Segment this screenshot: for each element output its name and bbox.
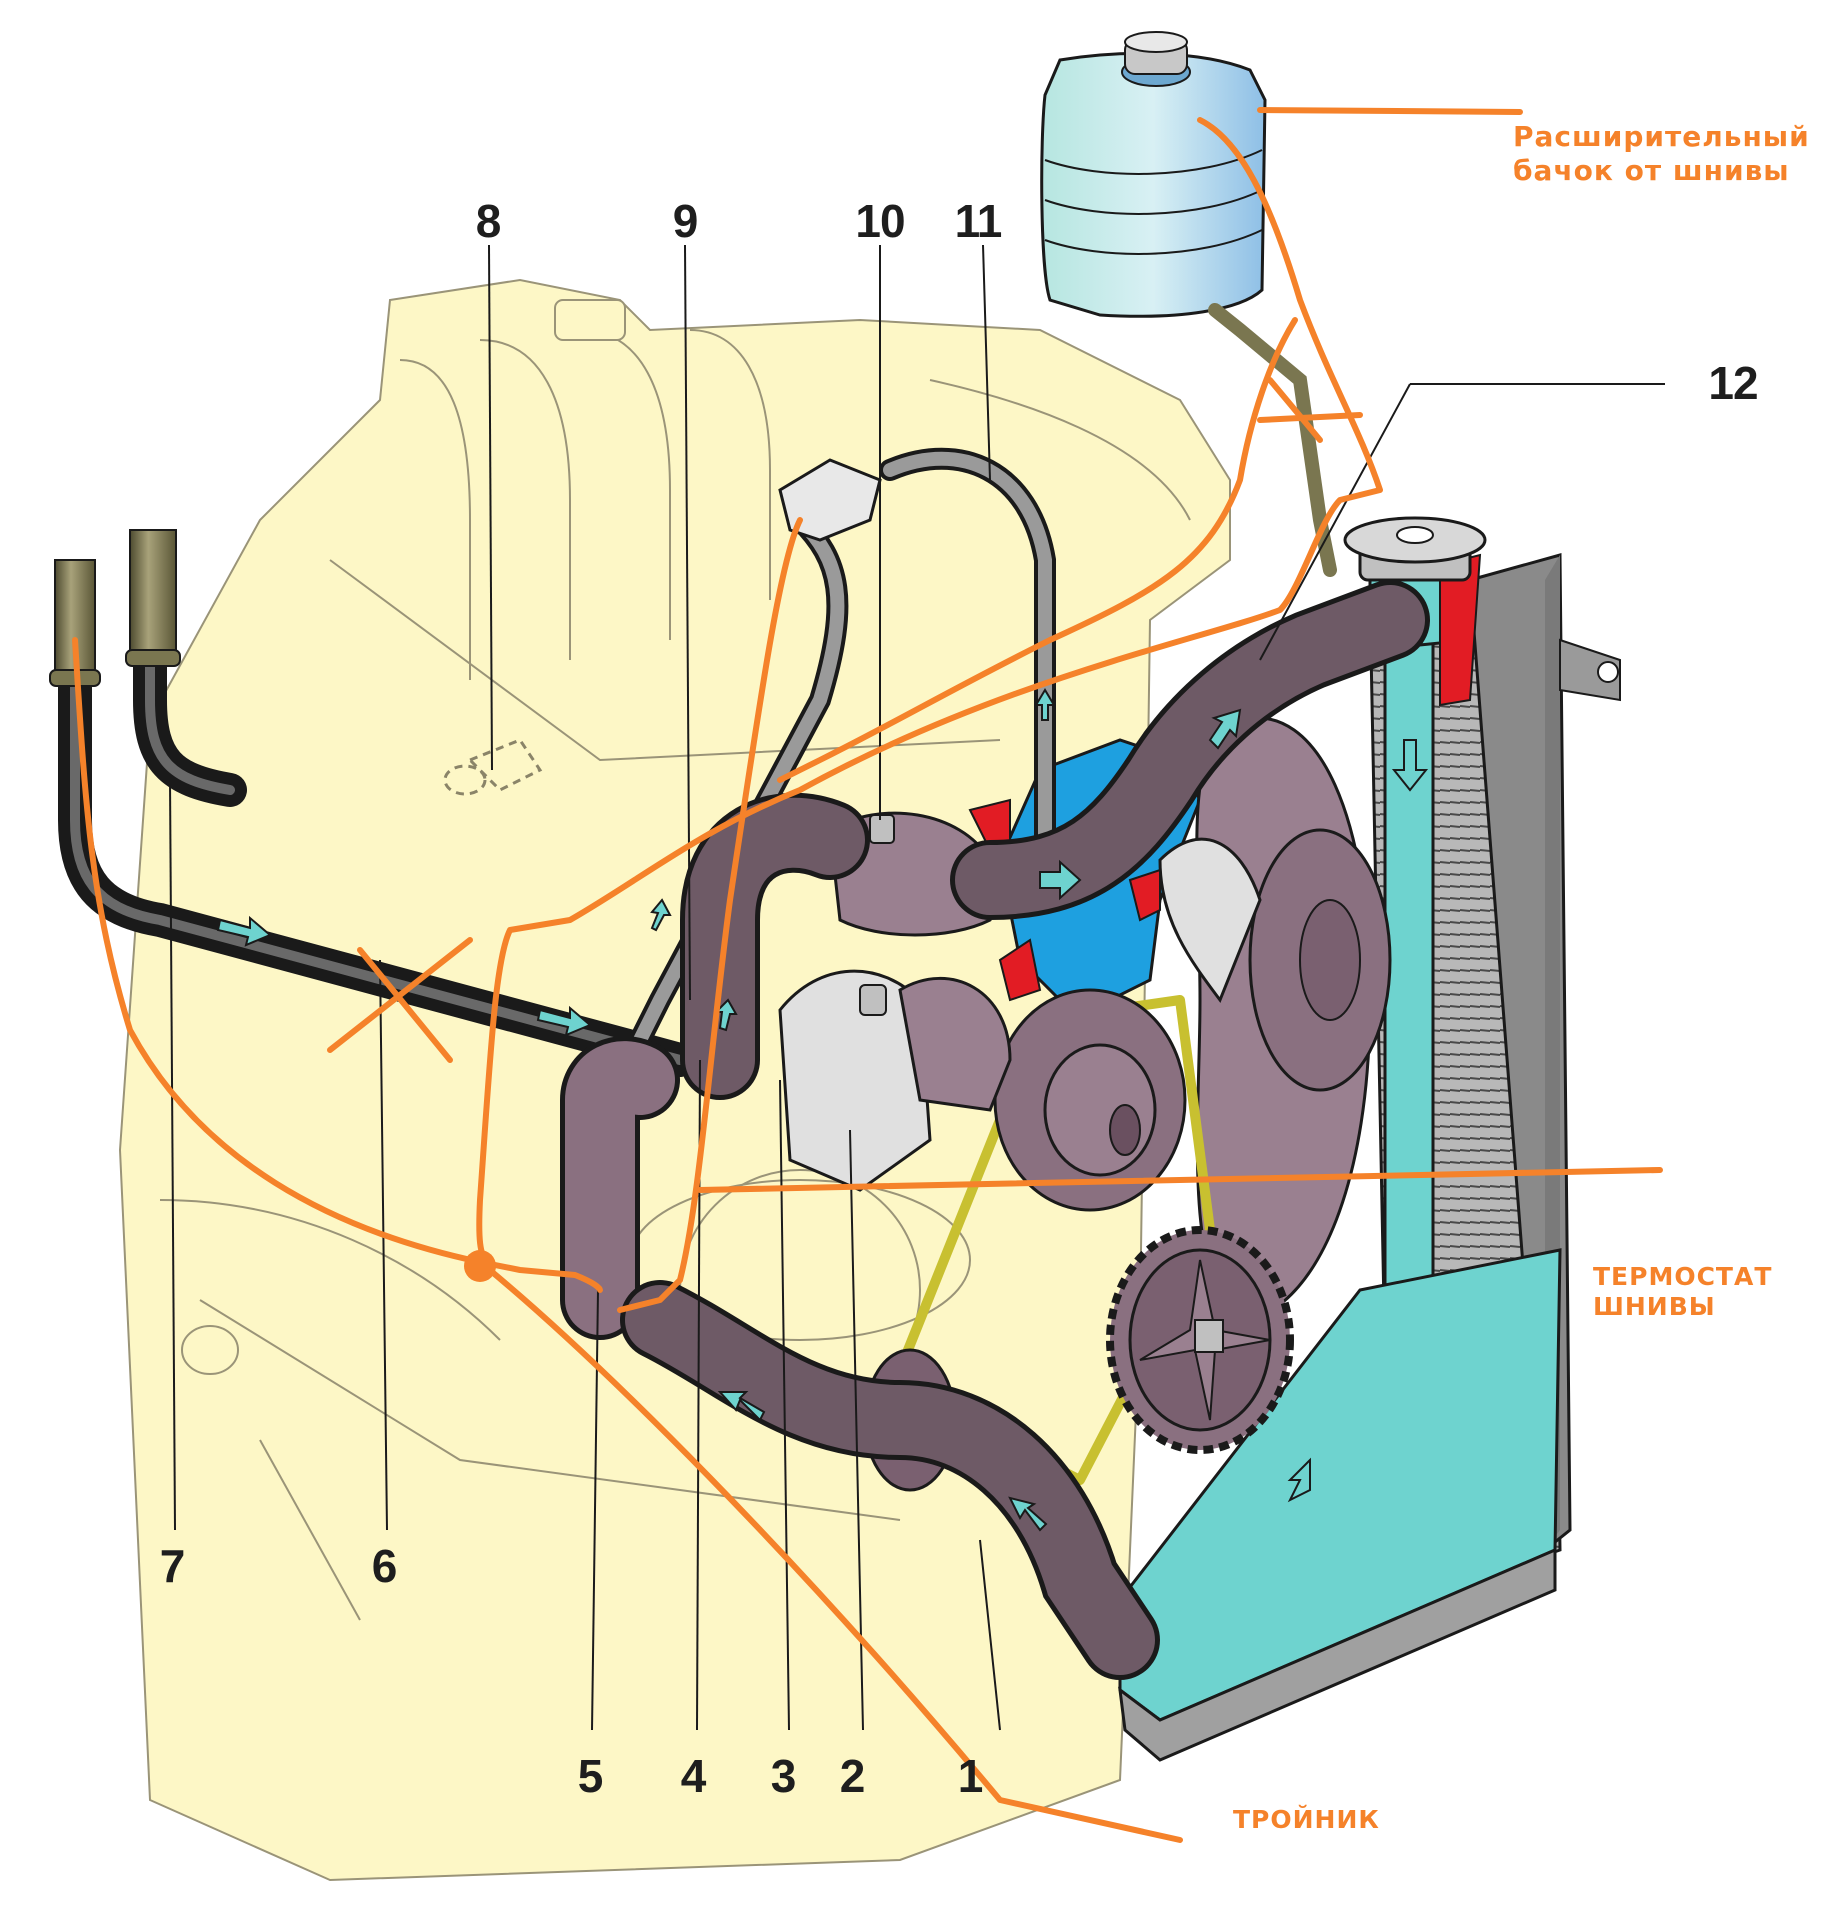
heater-hose-caps [49, 529, 181, 687]
radiator-cap [1343, 516, 1487, 582]
annotation-thermostat-line2: ШНИВЫ [1593, 1292, 1716, 1321]
annotation-expansion-tank-line1: Расширительный [1513, 120, 1810, 153]
callout-leaders [169, 244, 1665, 1731]
pump-pulley [993, 988, 1187, 1212]
red-markers [968, 798, 1161, 1002]
cooling-fan [1158, 716, 1392, 1322]
callout-5: 5 [577, 1750, 604, 1802]
bypass-hose [629, 447, 1056, 1051]
outlet-hose [680, 580, 1430, 1100]
callout-4: 4 [680, 1750, 707, 1802]
callout-10: 10 [855, 195, 905, 247]
annotation-thermostat-line1: ТЕРМОСТАТ [1593, 1262, 1773, 1291]
annotation-tee-line1: ТРОЙНИК [1233, 1805, 1380, 1834]
callout-2: 2 [839, 1750, 866, 1802]
annotation-thermostat: ТЕРМОСТАТ ШНИВЫ [1593, 1262, 1772, 1322]
callout-6: 6 [371, 1540, 398, 1592]
callout-9: 9 [672, 195, 699, 247]
callout-7: 7 [159, 1540, 186, 1592]
water-pump [778, 969, 1012, 1192]
callout-11: 11 [954, 195, 1003, 247]
annotation-expansion-tank: Расширительный бачок от шнивы [1513, 120, 1810, 187]
callout-12: 12 [1708, 357, 1758, 409]
annotation-tee: ТРОЙНИК [1233, 1805, 1380, 1835]
camshaft-gear [1106, 1226, 1294, 1454]
callout-3: 3 [770, 1750, 797, 1802]
orange-annotations [72, 107, 1663, 1843]
callout-1: 1 [957, 1750, 984, 1802]
radiator [1118, 516, 1621, 1762]
inlet-hose [560, 1036, 1160, 1680]
tank-cap [1121, 31, 1191, 87]
expansion-tank [1040, 31, 1337, 577]
callout-8: 8 [475, 195, 502, 247]
annotation-expansion-tank-line2: бачок от шнивы [1513, 153, 1790, 187]
tee-junction-marker [464, 1250, 496, 1282]
